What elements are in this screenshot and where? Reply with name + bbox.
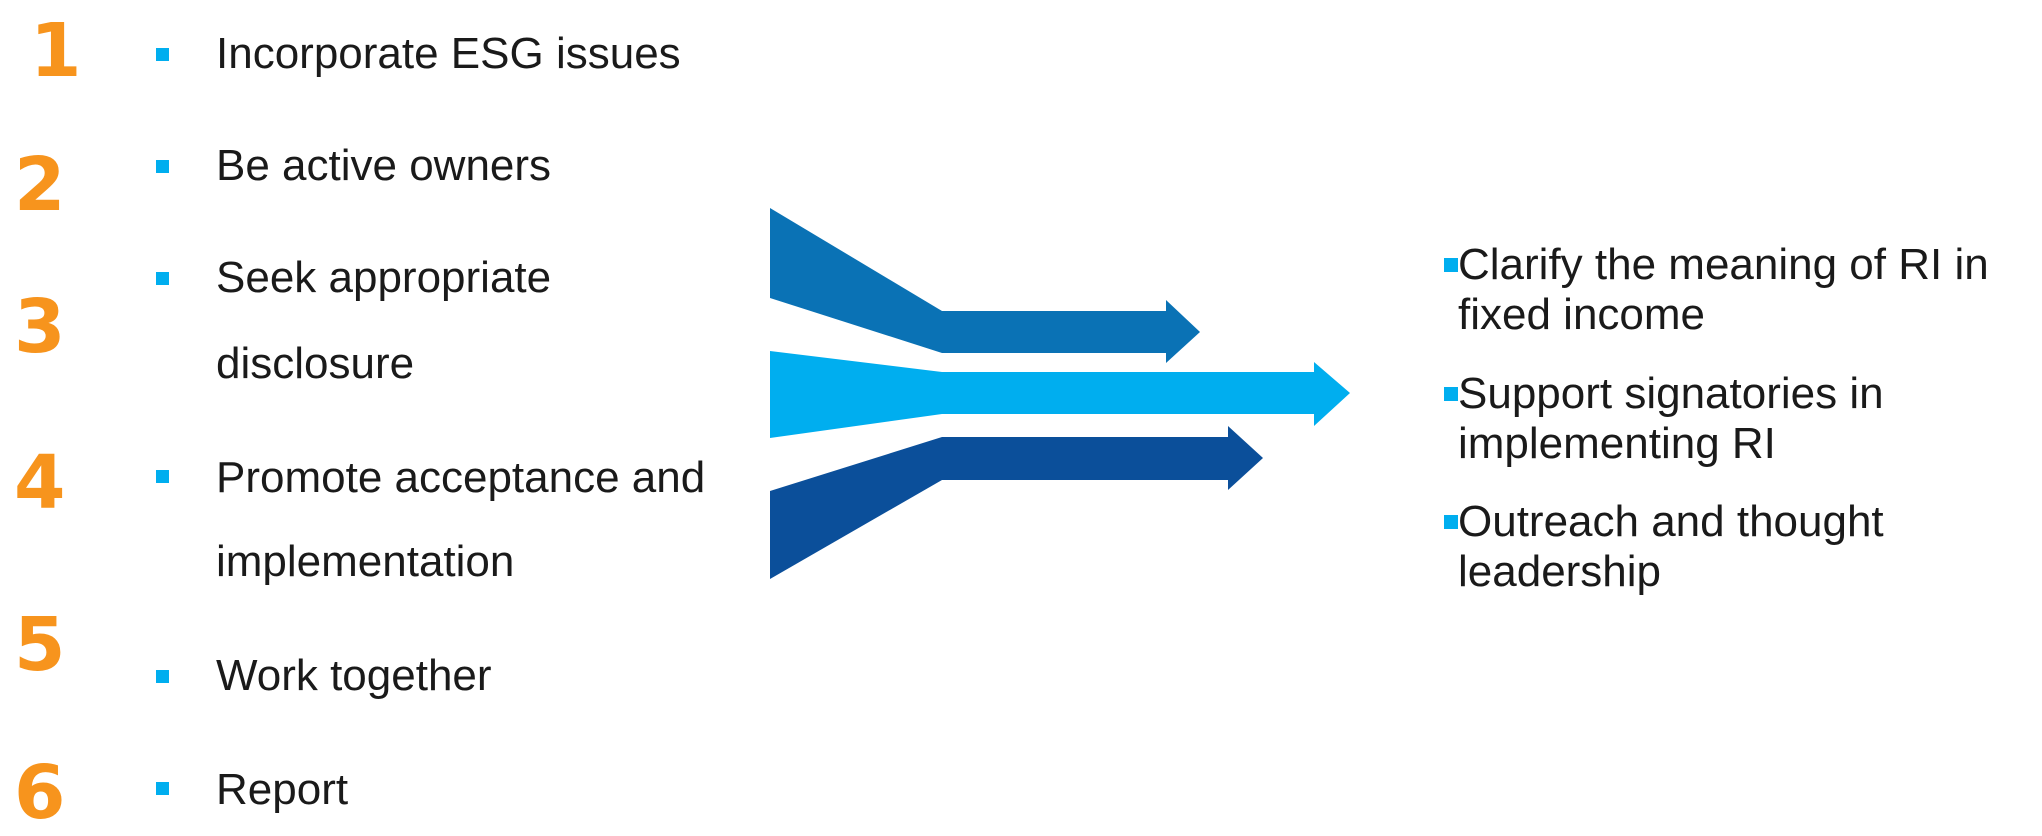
bullet-icon: [1444, 387, 1458, 401]
bullet-icon: [1444, 515, 1458, 529]
principle-text-continued: disclosure: [216, 339, 415, 388]
principle-number: 2: [14, 142, 66, 228]
arrow-top: [770, 208, 1200, 363]
goal-text-continued: fixed income: [1458, 290, 1706, 339]
principle-text: Work together: [216, 651, 492, 700]
goal-text-continued: leadership: [1458, 547, 1662, 596]
principle-text: Report: [216, 765, 349, 814]
principle-number: 3: [14, 284, 66, 370]
arrow-middle: [770, 351, 1350, 438]
principle-text: Be active owners: [216, 141, 552, 190]
principle-number: 6: [14, 750, 66, 836]
bullet-icon: [156, 670, 169, 683]
bullet-icon: [1444, 258, 1458, 272]
goal-text: Clarify the meaning of RI in: [1458, 240, 1989, 289]
converging-arrows-graphic: [770, 208, 1350, 579]
arrow-middle-head: [942, 362, 1350, 426]
arrow-bottom: [770, 426, 1263, 579]
principle-text: Seek appropriate: [216, 253, 552, 302]
bullet-icon: [156, 48, 169, 61]
principle-text: Promote acceptance and: [216, 453, 706, 502]
arrow-bottom-head: [942, 426, 1263, 490]
bullet-icon: [156, 782, 169, 795]
arrow-middle-funnel: [770, 351, 942, 438]
bullet-icon: [156, 470, 169, 483]
principle-text-continued: implementation: [216, 537, 515, 586]
arrow-bottom-funnel: [770, 437, 942, 579]
bullet-icon: [156, 160, 169, 173]
principle-number: 1: [30, 8, 82, 94]
bullet-icon: [156, 272, 169, 285]
principle-text: Incorporate ESG issues: [216, 29, 681, 78]
goal-text-continued: implementing RI: [1458, 419, 1776, 468]
principle-number: 5: [14, 602, 66, 688]
principle-number: 4: [14, 440, 66, 526]
goal-text: Outreach and thought: [1458, 497, 1884, 546]
arrow-top-funnel: [770, 208, 942, 353]
arrow-top-head: [942, 300, 1200, 363]
goal-text: Support signatories in: [1458, 369, 1884, 418]
